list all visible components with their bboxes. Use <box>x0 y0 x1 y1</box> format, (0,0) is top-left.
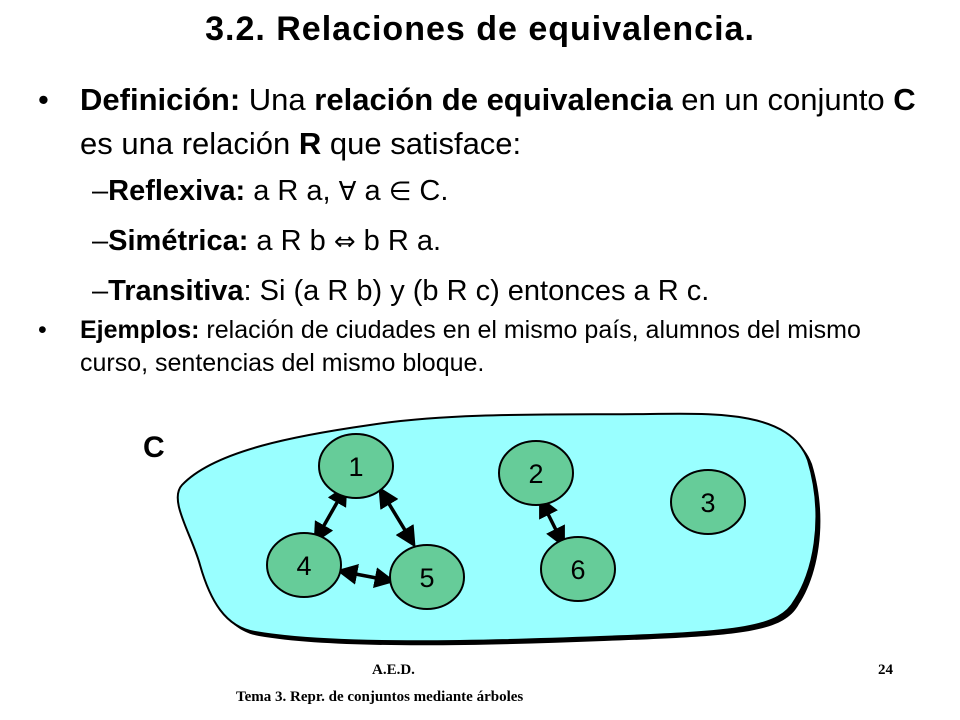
node-3: 3 <box>670 469 746 535</box>
definition-text: Definición: Una relación de equivalencia… <box>80 78 918 166</box>
definition-relation: R <box>298 126 322 161</box>
set-label: C <box>143 431 165 464</box>
node-1: 1 <box>318 433 394 499</box>
relation-arrow-2-6 <box>539 496 565 548</box>
definition-label: Definición: <box>80 82 241 117</box>
property-reflexive: –Reflexiva: a R a, ∀ a ∈ C. <box>92 171 448 212</box>
property-name: Transitiva <box>108 275 244 307</box>
node-label: 2 <box>528 459 543 489</box>
property-transitive: –Transitiva: Si (a R b) y (b R c) entonc… <box>92 271 709 311</box>
definition-bullet: • Definición: Una relación de equivalenc… <box>38 78 918 166</box>
dash: – <box>92 275 109 307</box>
property-text: a R b <box>248 225 334 257</box>
node-label: 3 <box>700 488 715 518</box>
relation-arrow-1-5 <box>378 486 416 548</box>
relation-arrow-1-4 <box>313 484 348 544</box>
property-symmetric: –Simétrica: a R b ⇔ b R a. <box>92 221 441 262</box>
property-text: C. <box>411 175 449 207</box>
node-label: 5 <box>419 563 434 593</box>
node-label: 4 <box>296 551 311 581</box>
footer-subtitle: Tema 3. Repr. de conjuntos mediante árbo… <box>236 689 524 705</box>
definition-part: Una <box>240 82 315 117</box>
definition-set: C <box>893 82 916 117</box>
definition-term: relación de equivalencia <box>314 82 673 117</box>
node-4: 4 <box>266 532 342 598</box>
definition-part: en un conjunto <box>672 82 894 117</box>
node-2: 2 <box>498 440 574 506</box>
property-text: : Si (a R b) y (b R c) entonces a R c. <box>243 275 710 307</box>
forall-symbol: ∀ <box>338 177 357 207</box>
bullet-marker: • <box>38 316 47 344</box>
property-name: Reflexiva: <box>108 175 246 207</box>
examples-label: Ejemplos: <box>80 316 200 344</box>
examples-bullet: • Ejemplos: relación de ciudades en el m… <box>38 314 918 380</box>
examples-body: relación de ciudades en el mismo país, a… <box>80 316 861 377</box>
examples-text: Ejemplos: relación de ciudades en el mis… <box>80 314 918 380</box>
element-of-symbol: ∈ <box>388 177 412 207</box>
relation-arrow-4-5 <box>336 563 396 589</box>
node-6: 6 <box>540 536 616 602</box>
slide-title: 3.2. Relaciones de equivalencia. <box>205 10 755 48</box>
property-text: a R a, <box>245 175 339 207</box>
definition-part: que satisface: <box>321 126 522 161</box>
dash: – <box>92 225 109 257</box>
iff-symbol: ⇔ <box>333 227 356 257</box>
definition-part: es una relación <box>80 126 299 161</box>
dash: – <box>92 175 109 207</box>
bullet-marker: • <box>38 82 49 117</box>
property-name: Simétrica: <box>108 225 249 257</box>
property-text: b R a. <box>355 225 442 257</box>
node-label: 6 <box>570 555 585 585</box>
property-text: a <box>356 175 389 207</box>
node-label: 1 <box>348 452 363 482</box>
footer-page-number: 24 <box>878 662 893 678</box>
node-5: 5 <box>389 544 465 610</box>
footer-course: A.E.D. <box>372 662 415 678</box>
